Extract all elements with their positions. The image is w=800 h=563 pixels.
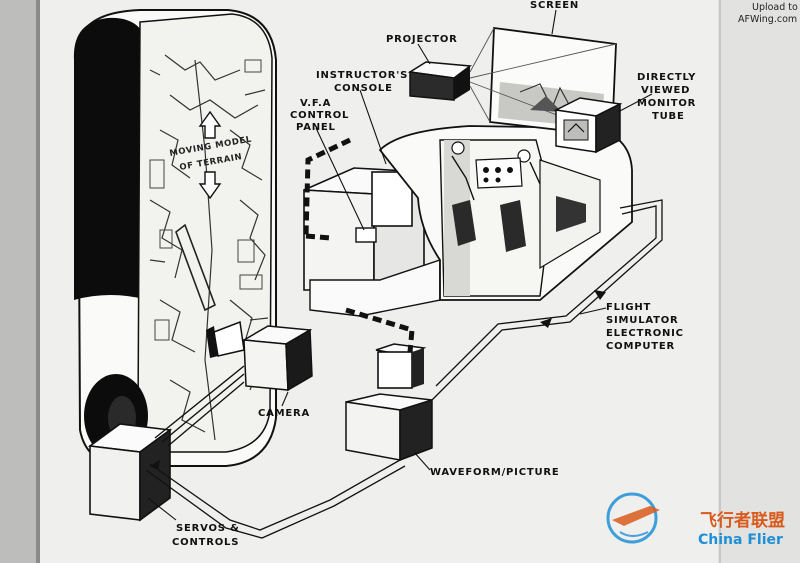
label-monitor-2: VIEWED [641,85,690,96]
globe-logo-icon [606,492,658,544]
simulator-cabin [378,125,633,301]
pilot-right-head [517,149,531,163]
label-monitor-3: MONITOR [637,98,696,109]
label-vfa-3: PANEL [296,122,336,133]
computer-cable [145,199,663,539]
label-instructors-console-2: CONSOLE [334,83,393,94]
label-waveform: WAVEFORM/PICTURE [430,467,560,478]
label-servos-1: SERVOS & [176,523,240,534]
upload-watermark-2: AFWing.com [738,14,797,25]
label-computer-1: FLIGHT [606,302,651,313]
label-vfa-1: V.F.A [300,98,331,109]
camera-shafts [154,365,245,447]
watermark-en: China Flier [698,532,783,548]
camera [206,320,313,392]
label-servos-2: CONTROLS [172,537,239,548]
watermark-cn: 飞行者联盟 [700,510,785,531]
page-left-shadow [0,0,40,563]
label-monitor-1: DIRECTLY [637,72,696,83]
top-roller [73,17,149,300]
arrow-down-icon [198,171,222,200]
china-flier-logo: 飞行者联盟 China Flier [606,492,785,548]
page-right-strip [718,0,800,563]
label-computer-4: COMPUTER [606,341,675,352]
terrain-model: MOVING MODEL OF TERRAIN [73,9,277,467]
leader-lines [147,9,653,521]
label-monitor-4: TUBE [652,111,685,122]
label-computer-2: SIMULATOR [606,315,679,326]
seat-right [500,200,526,252]
data-links [303,137,415,353]
waveform-monitor [345,343,433,462]
servos-controls [87,423,173,522]
page-left-edge [36,0,40,563]
label-instructors-console-1: INSTRUCTOR'S [316,70,408,81]
label-screen: SCREEN [530,0,579,11]
arrow-up-icon [198,110,222,139]
upload-watermark-1: Upload to [752,2,798,13]
label-vfa-2: CONTROL [290,110,349,121]
monitor-tube [553,97,623,154]
label-projector: PROJECTOR [386,34,458,45]
vfa-panel [355,227,377,243]
pilot-left-head [451,141,465,155]
seat-left [452,200,476,246]
label-camera: CAMERA [258,408,310,419]
signal-arrows [150,290,606,470]
projector [407,27,617,137]
waveform-screen [377,351,413,389]
label-computer-3: ELECTRONIC [606,328,684,339]
